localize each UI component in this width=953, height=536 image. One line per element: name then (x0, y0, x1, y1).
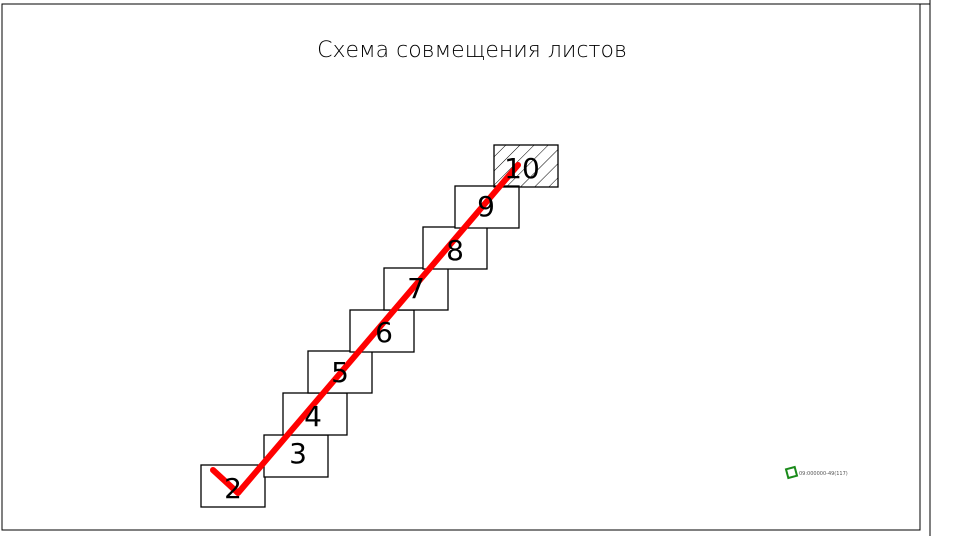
diagram-title: Схема совмещения листов (317, 38, 627, 63)
marker-label: 09:000000-49(117) (799, 471, 848, 477)
location-marker: 09:000000-49(117) (784, 465, 848, 480)
sheet-label-6: 6 (375, 316, 393, 349)
marker-square-icon (784, 465, 799, 480)
sheet-label-2: 2 (224, 472, 242, 505)
sheet-label-4: 4 (304, 400, 322, 433)
sheet-label-5: 5 (331, 356, 349, 389)
sheet-label-8: 8 (446, 234, 464, 267)
sheet-box-9 (454, 185, 520, 229)
drawing-frame (1, 3, 921, 531)
sheet-label-3: 3 (289, 437, 307, 470)
sheet-order-path (210, 162, 521, 496)
sheet-label-10: 10 (504, 152, 540, 185)
sheet-label-9: 9 (477, 190, 495, 223)
sheet-label-7: 7 (407, 272, 425, 305)
sheet-box-3 (263, 434, 329, 478)
